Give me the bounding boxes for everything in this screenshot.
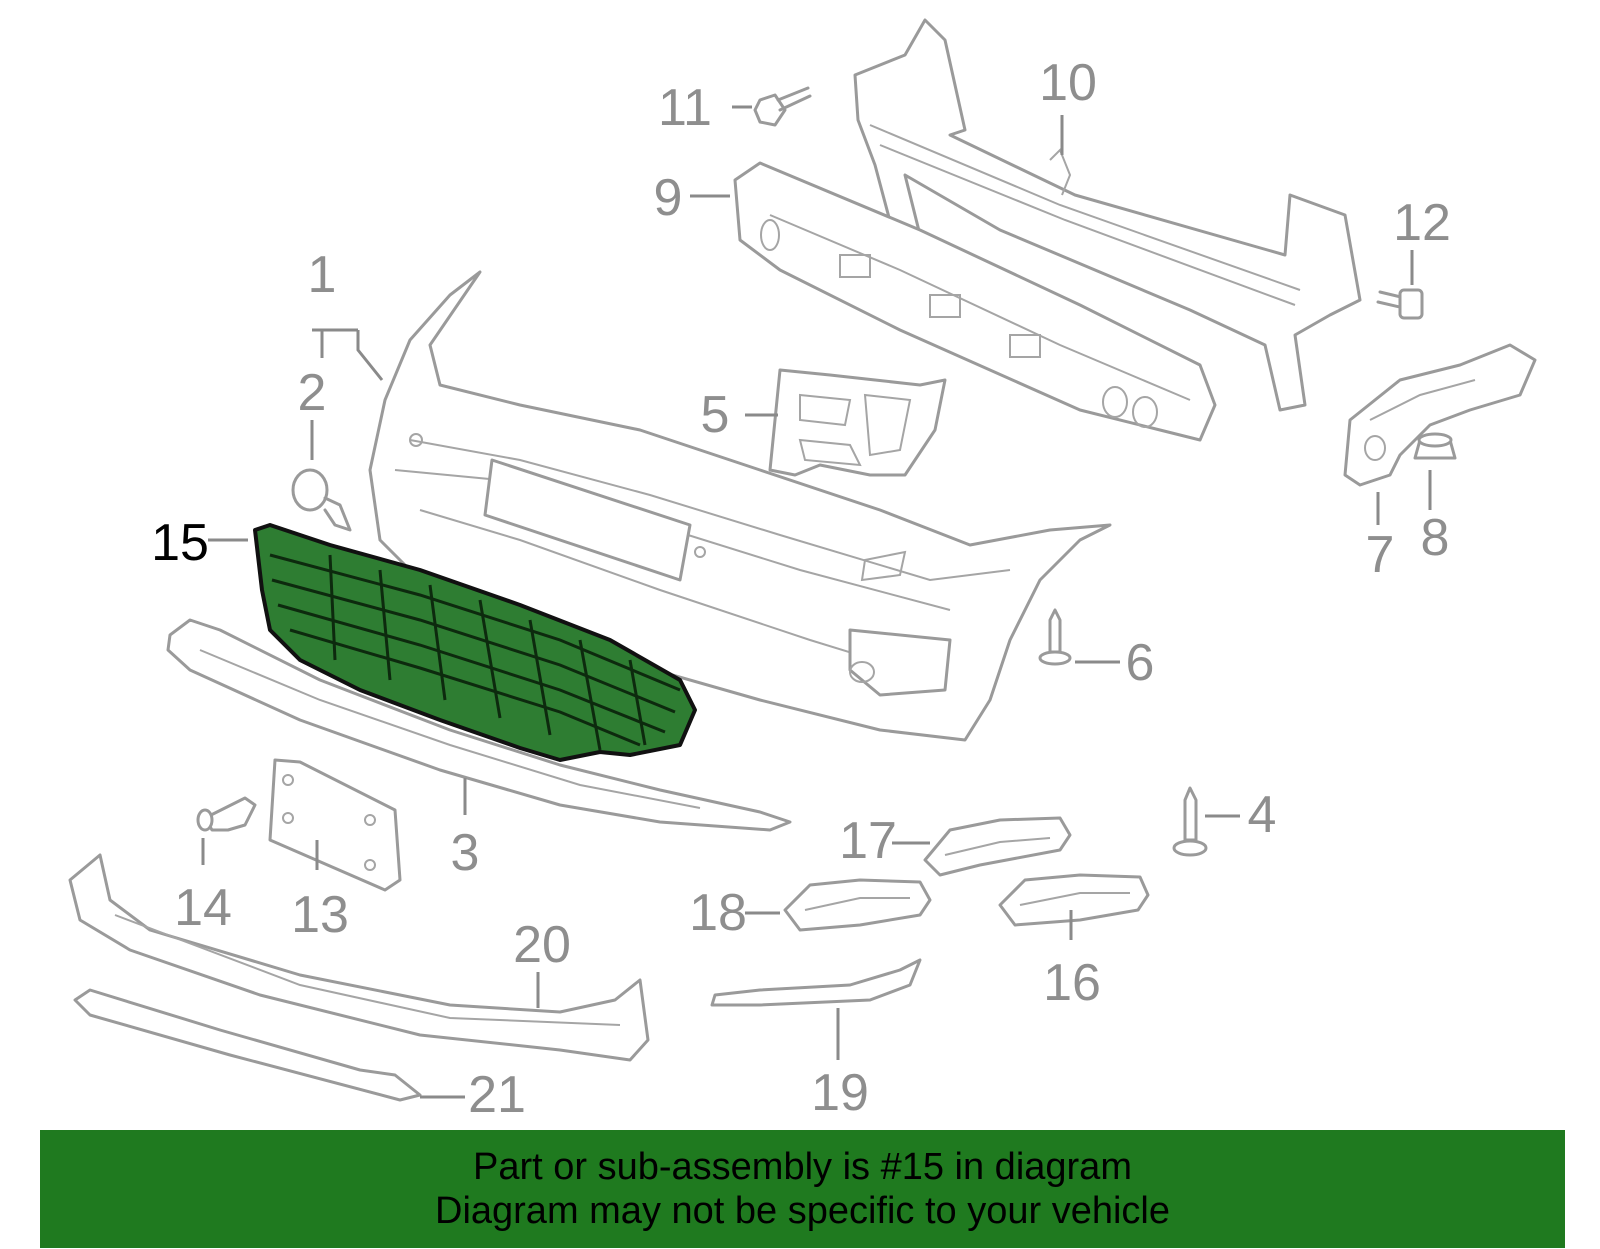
- banner-line-1: Part or sub-assembly is #15 in diagram: [473, 1146, 1132, 1188]
- part-13-plate-bracket: [268, 758, 402, 892]
- leader-lines: [201, 105, 1432, 1099]
- info-banner: Part or sub-assembly is #15 in diagram D…: [40, 1130, 1565, 1248]
- callout-16: 16: [1043, 954, 1101, 1012]
- callout-20: 20: [513, 916, 571, 974]
- part-5-bracket: [768, 368, 947, 477]
- part-3-lower-trim: [166, 618, 792, 832]
- part-6-pin: [1038, 608, 1072, 666]
- callout-7: 7: [1366, 526, 1395, 584]
- callout-13: 13: [291, 886, 349, 944]
- part-18-lamp-bezel: [783, 878, 932, 932]
- part-16-lamp-bezel: [998, 873, 1150, 927]
- callout-6: 6: [1126, 634, 1155, 692]
- part-19-trim-strip: [710, 958, 922, 1007]
- callout-2: 2: [298, 364, 327, 422]
- callout-3: 3: [451, 824, 480, 882]
- callout-4: 4: [1248, 786, 1277, 844]
- part-15-lower-grille: [253, 523, 697, 762]
- part-11-bolt: [753, 86, 812, 127]
- callout-9: 9: [654, 169, 683, 227]
- callout-19: 19: [811, 1064, 869, 1122]
- part-4-pin: [1172, 786, 1208, 857]
- part-9-energy-absorber: [733, 161, 1217, 442]
- part-14-push-clip: [196, 796, 257, 832]
- callout-1: 1: [308, 246, 337, 304]
- callout-21: 21: [468, 1066, 526, 1124]
- parts-diagram: 1 2 3 4 5 6 7 8 9 10 11 12 13 14 15 16 1…: [68, 18, 1537, 1124]
- callout-10: 10: [1039, 54, 1097, 112]
- part-21-lower-strip: [73, 988, 422, 1102]
- part-12-bolt: [1376, 288, 1424, 320]
- part-8-clip-nut: [1413, 432, 1457, 460]
- callout-17: 17: [839, 812, 897, 870]
- part-17-lamp-trim: [923, 816, 1072, 877]
- callout-18: 18: [689, 884, 747, 942]
- callout-5: 5: [701, 386, 730, 444]
- banner-line-2: Diagram may not be specific to your vehi…: [435, 1190, 1170, 1232]
- part-7-side-bracket: [1343, 343, 1537, 487]
- callout-11: 11: [658, 79, 712, 137]
- callout-15: 15: [151, 514, 209, 572]
- part-20-lower-valance: [68, 853, 650, 1062]
- part-2-tow-cover: [291, 468, 352, 532]
- callout-14: 14: [174, 879, 232, 937]
- callout-8: 8: [1421, 509, 1450, 567]
- callout-labels: 1 2 3 4 5 6 7 8 9 10 11 12 13 14 15 16 1…: [151, 54, 1451, 1124]
- callout-12: 12: [1393, 194, 1451, 252]
